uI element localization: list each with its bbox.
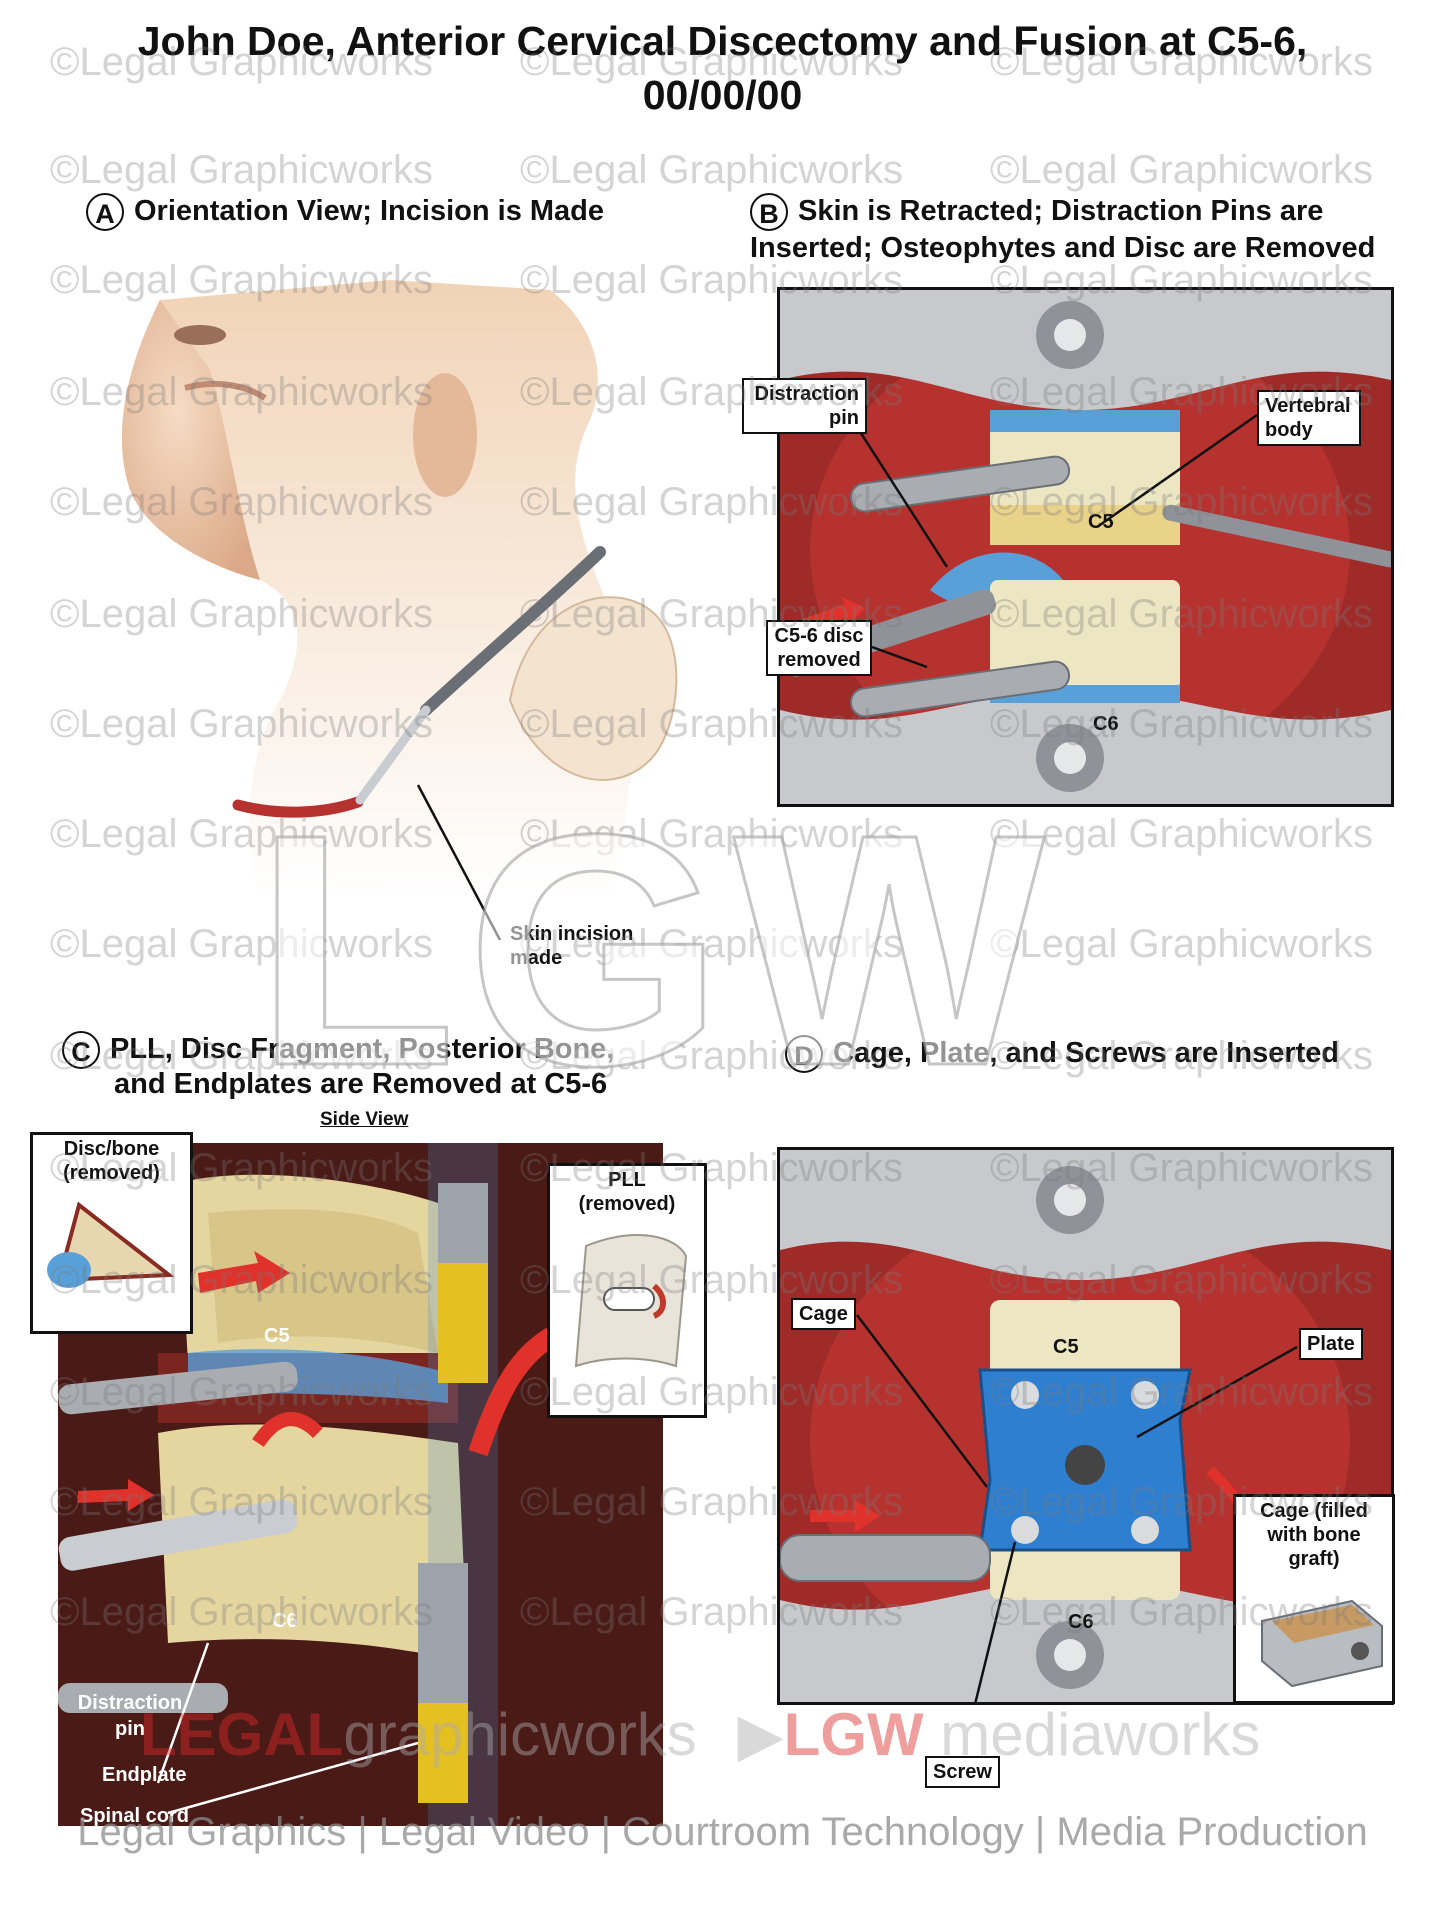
label-disc-bone: Disc/bone (removed): [63, 1138, 160, 1184]
inset-disc-bone: Disc/bone (removed): [30, 1132, 193, 1334]
label-screw: Screw: [925, 1756, 1000, 1788]
scalpel-handle: [420, 546, 606, 716]
inset-cage-filled: Cage (filled with bone graft): [1233, 1494, 1395, 1704]
label-spinal-cord: Spinal cord: [80, 1805, 189, 1827]
watermark: ©Legal Graphicworks: [520, 148, 903, 192]
company-logo-strip: LEGALgraphicworks ▶LGW mediaworks: [140, 1700, 1260, 1770]
scalpel-blade: [355, 705, 431, 805]
gloved-hand: [508, 596, 678, 781]
bone-graft-cage-icon: [1261, 1599, 1383, 1688]
label-skin-incision: Skin incision made: [510, 923, 634, 969]
watermark: ©Legal Graphicworks: [990, 148, 1373, 192]
panel-c-letter: C: [62, 1031, 100, 1070]
panel-a-letter: A: [86, 193, 124, 232]
play-icon: ▶: [737, 1701, 784, 1768]
watermark: ©Legal Graphicworks: [990, 812, 1373, 856]
panel-b-frame: [777, 287, 1394, 807]
page-title: John Doe, Anterior Cervical Discectomy a…: [0, 14, 1445, 122]
lip-line: [184, 380, 267, 401]
label-disc-removed: C5-6 disc removed: [766, 620, 872, 676]
panel-b-leader-lines: [855, 413, 1258, 669]
logo-lgw: LGW: [783, 1701, 924, 1768]
label-vertebral-body: Vertebral body: [1257, 390, 1361, 446]
inset-pll: PLL (removed): [547, 1163, 707, 1418]
panel-b-title-line-2: Inserted; Osteophytes and Disc are Remov…: [750, 232, 1376, 265]
nostril-shape: [174, 325, 226, 345]
panel-d-leader-lines: [856, 1314, 1298, 1705]
panel-b-title: B Skin is Retracted; Distraction Pins are…: [750, 192, 1375, 267]
label-c6-d: C6: [1068, 1611, 1094, 1633]
panel-d-title: D Cage, Plate, and Screws are Inserted: [785, 1034, 1340, 1074]
label-c5-b: C5: [1088, 511, 1114, 533]
neck-illustration: [121, 280, 678, 940]
label-distraction-pin-b: Distraction pin: [742, 378, 867, 434]
label-cage: Cage: [791, 1298, 856, 1330]
ear-shape: [413, 373, 477, 497]
watermark: ©Legal Graphicworks: [990, 922, 1373, 966]
label-plate: Plate: [1299, 1328, 1363, 1360]
footer-tagline: Legal Graphics | Legal Video | Courtroom…: [77, 1810, 1368, 1854]
label-c6-b: C6: [1093, 713, 1119, 735]
label-endplate: Endplate: [102, 1764, 187, 1786]
logo-graphicworks: graphicworks: [343, 1701, 697, 1768]
panel-c-title-line-2: and Endplates are Removed at C5-6: [114, 1068, 608, 1101]
incision-line: [232, 796, 364, 818]
title-line-2: 00/00/00: [642, 72, 803, 118]
label-cage-filled: Cage (filled with bone graft): [1260, 1500, 1368, 1570]
disc-bone-fragment-icon: [47, 1201, 175, 1288]
panel-c-title: C PLL, Disc Fragment, Posterior Bone, and…: [62, 1030, 614, 1103]
neck-skin: [121, 280, 634, 900]
logo-legal: LEGAL: [140, 1701, 344, 1768]
label-pll: PLL (removed): [578, 1169, 676, 1215]
logo-mediaworks: mediaworks: [940, 1701, 1261, 1768]
title-line-1: John Doe, Anterior Cervical Discectomy a…: [137, 18, 1308, 64]
label-c5-d: C5: [1053, 1336, 1079, 1358]
incision-leader-line: [416, 784, 502, 940]
panel-a-title-text: Orientation View; Incision is Made: [134, 195, 605, 227]
panel-b-letter: B: [750, 193, 788, 232]
panel-a-illustration: [90, 280, 730, 940]
pll-fragment-icon: [574, 1234, 688, 1368]
panel-a-title: A Orientation View; Incision is Made: [86, 192, 605, 232]
panel-b-title-line-1: Skin is Retracted; Distraction Pins are: [798, 195, 1324, 227]
chin-shape: [121, 300, 260, 580]
panel-d-title-text: Cage, Plate, and Screws are Inserted: [833, 1037, 1340, 1069]
surgical-field-b: [780, 290, 1391, 804]
panel-c-title-line-1: PLL, Disc Fragment, Posterior Bone,: [110, 1033, 615, 1065]
panel-c-subtitle: Side View: [320, 1109, 409, 1130]
label-distraction-pin-c: Distraction pin: [77, 1692, 183, 1740]
label-c6-c: C6: [272, 1610, 298, 1632]
panel-d-letter: D: [785, 1035, 823, 1074]
label-c5-c: C5: [264, 1325, 290, 1347]
watermark: ©Legal Graphicworks: [50, 148, 433, 192]
